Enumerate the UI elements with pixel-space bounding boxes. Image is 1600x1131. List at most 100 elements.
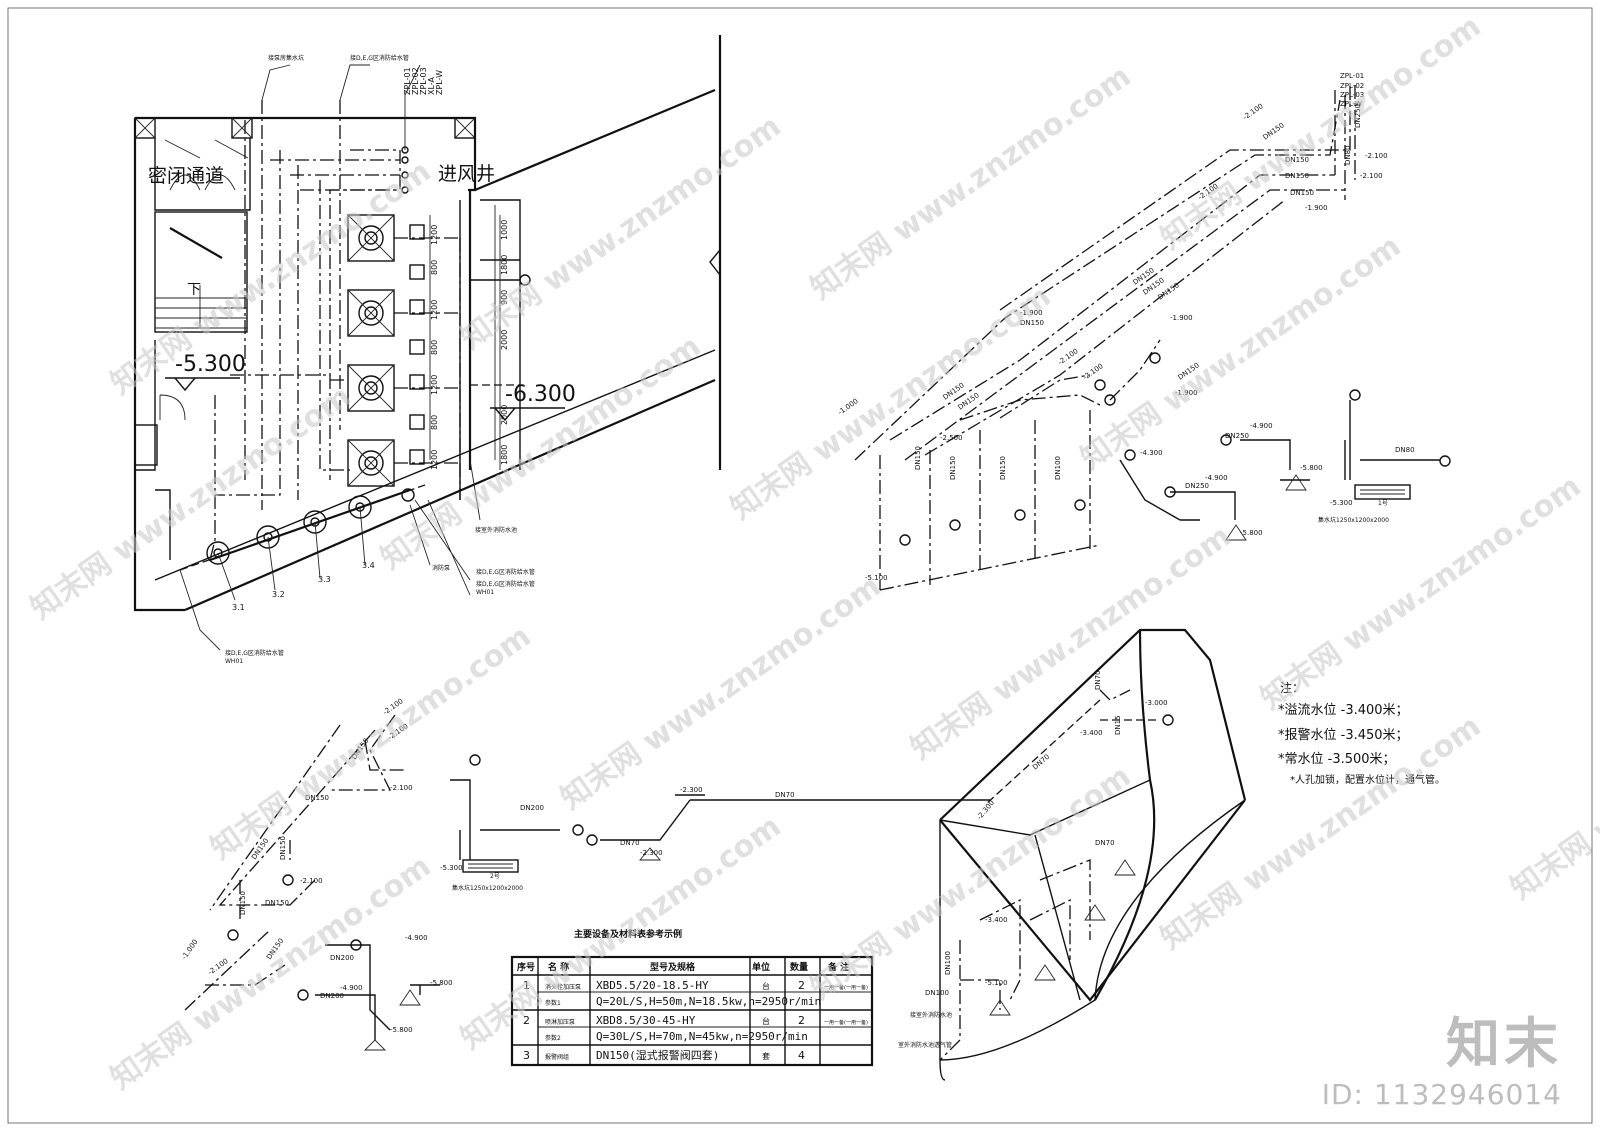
dimension-label: 800 [430, 415, 439, 430]
isometric-upper-right [854, 85, 1451, 591]
elevation-label: -1.900 [1305, 204, 1328, 212]
elevation-label: -4.300 [1140, 449, 1163, 457]
pipe-size-label: DN150 [999, 456, 1007, 480]
table-cell-note: 一用一备(一用一备) [824, 984, 868, 991]
pipe-size-label: DN100 [1054, 456, 1062, 480]
dimension-label: 1200 [430, 375, 439, 395]
dimension-label: 800 [430, 260, 439, 275]
elevation-left: -5.300 [175, 352, 246, 377]
pipe-tag: ZPL-03 [419, 67, 428, 95]
dimension-label: 1800 [500, 445, 509, 465]
pipe-size-label: DN150 [265, 899, 289, 907]
elevation-label: -3.000 [1145, 699, 1168, 707]
pipe-size-label: DN250 [1185, 482, 1209, 490]
tank-callout: 接室外消防水池 [910, 1011, 952, 1019]
watermark-brand: 知末网 [1075, 396, 1169, 476]
table-cell-spec: XBD8.5/30-45-HY [596, 1014, 696, 1027]
table-cell-note: 一用一备(一用一备) [824, 1019, 868, 1026]
pipe-size-label: DN200 [330, 954, 354, 962]
elevation-label: -2.100 [207, 957, 230, 977]
equipment-table: 主要设备及材料表参考示例 [510, 928, 874, 1067]
pump-bases [347, 214, 425, 487]
table-cell-name: 参数1 [545, 999, 561, 1007]
dimension-label: 1200 [430, 300, 439, 320]
table-cell-name: 喷淋加压泵 [545, 1018, 575, 1026]
watermark-site: www.znzmo.com [536, 109, 787, 299]
pipe-size-label: DN70 [620, 839, 640, 847]
table-header: 单位 [752, 961, 770, 973]
item-tag: 3.2 [272, 590, 285, 599]
plan-callout: 消防泵 [432, 564, 450, 572]
plan-callout: 接D,E,G区消防给水管 [350, 54, 409, 62]
dimension-label: 1200 [430, 450, 439, 470]
elevation-label: -1.900 [1175, 389, 1198, 397]
watermark-site: www.znzmo.com [456, 329, 707, 519]
elevation-label: -4.900 [1250, 422, 1273, 430]
pipe-size-label: DN150 [239, 891, 247, 915]
pipe-size-label: DN70 [1094, 670, 1102, 690]
plan-callout: 接D,E,G区消防给水管 [476, 580, 535, 588]
table-title: 主要设备及材料表参考示例 [574, 928, 682, 940]
watermark-brand: 知末网 [105, 1016, 199, 1096]
pipe-size-label: DN100 [925, 989, 949, 997]
watermark-brand: 知末网 [1505, 826, 1599, 906]
watermark-site: www.znzmo.com [1336, 469, 1587, 659]
table-cell-name: 消火栓加压泵 [545, 983, 581, 991]
table-cell-name: 参数2 [545, 1034, 561, 1042]
elevation-label: -5.800 [430, 979, 453, 987]
watermark-brand: 知末网 [905, 686, 999, 766]
watermark-site: www.znzmo.com [1236, 9, 1487, 199]
watermark-site: www.znzmo.com [986, 519, 1237, 709]
table-cell-qty: 2 [798, 1014, 805, 1027]
dimension-label: 1800 [500, 255, 509, 275]
item-tag: 3.1 [232, 603, 245, 612]
pit-label-left: 2号 [490, 873, 500, 880]
page-frame [7, 7, 1593, 1124]
elevation-label: -4.900 [405, 934, 428, 942]
plan-callout: 接D,E,G区消防给水管 [225, 649, 284, 657]
table-cell-no: 3 [523, 1049, 530, 1062]
watermark-brand: 知末网 [805, 926, 899, 1006]
pipe-size-label: DN70 [1095, 839, 1115, 847]
table-header: 备 注 [827, 961, 849, 973]
pipe-size-label: DN150 [279, 836, 287, 860]
elevation-label: -2.100 [1242, 102, 1265, 122]
pipe-size-label: DN15 [1114, 715, 1122, 735]
isometric-middle [586, 794, 990, 861]
table-header: 序号 [517, 961, 535, 973]
elevation-label: -2.100 [390, 784, 413, 792]
watermark-site: www.znzmo.com [636, 569, 887, 759]
room-label-left: 密闭通道 [148, 165, 224, 187]
table-cell-unit: 套 [762, 1051, 770, 1061]
pipe-size-label: DN150 [914, 446, 922, 470]
room-label-right: 进风井 [438, 163, 495, 185]
pipe-size-label: DN70 [1031, 753, 1051, 772]
pipe-tag: ZPL-03 [1340, 91, 1364, 99]
drawing-id: ID: 1132946014 [1321, 1078, 1562, 1111]
pipe-tag: ZPL-W [1340, 100, 1362, 108]
table-cell-spec: XBD5.5/20-18.5-HY [596, 979, 709, 992]
elevation-label: -5.300 [1330, 499, 1353, 507]
elevation-label: -2.300 [680, 786, 703, 794]
table-cell-qty: 4 [798, 1049, 805, 1062]
pump-room-plan [133, 35, 722, 651]
elevation-label: -4.900 [1205, 474, 1228, 482]
plan-callout-code: WH01 [476, 589, 494, 596]
elevation-label: -5.800 [1300, 464, 1323, 472]
table-cell-spec: Q=30L/S,H=70m,N=45kw,n=2950r/min [596, 1030, 808, 1043]
dimension-label: 1200 [430, 225, 439, 245]
pipe-size-label: DN150 [1285, 156, 1309, 164]
elevation-label: -5.100 [985, 979, 1008, 987]
table-header: 数量 [790, 961, 808, 973]
elevation-label: -2.100 [1057, 347, 1080, 367]
elevation-label: -1.900 [1170, 314, 1193, 322]
elevation-label: -5.800 [390, 1026, 413, 1034]
pipe-tag: ZPL-01 [1340, 72, 1364, 80]
elevation-label: -3.400 [985, 916, 1008, 924]
